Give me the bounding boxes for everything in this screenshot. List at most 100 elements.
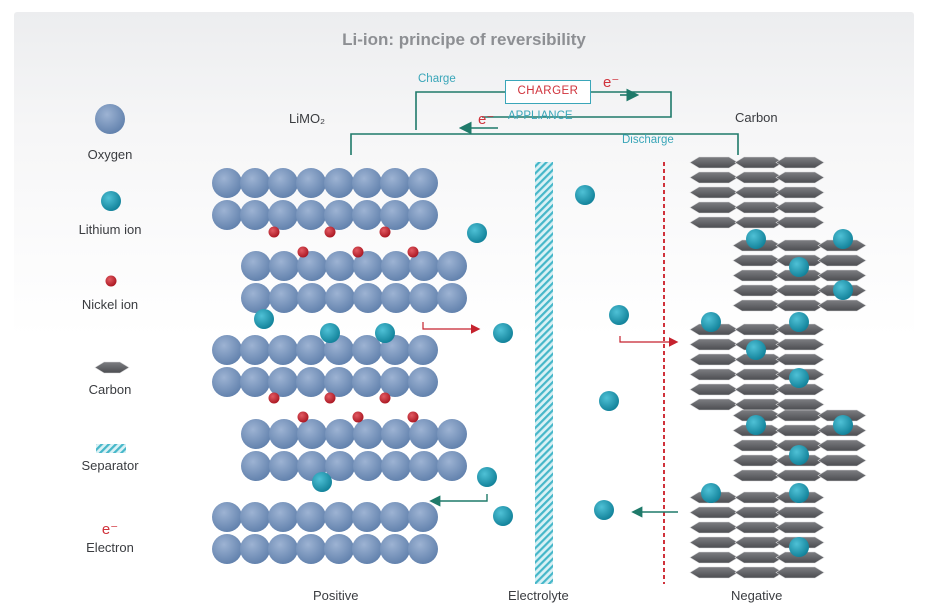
legend-label-oxygen: Oxygen [87,147,133,162]
oxygen-atom [325,251,355,281]
carbon-plate [775,398,825,411]
carbon-plate [775,171,825,184]
carbon-plate [775,566,825,579]
negative-material-label: Carbon [735,110,778,125]
oxygen-atom [409,419,439,449]
oxygen-atom [437,283,467,313]
carbon-plate [732,299,782,312]
appliance-label: APPLIANCE [508,110,573,122]
oxygen-atom [268,367,298,397]
carbon-plate [817,299,867,312]
carbon-plate [689,506,739,519]
oxygen-atom [324,367,354,397]
oxygen-atom [268,168,298,198]
lithium-ion [375,323,395,343]
legend-label-separator: Separator [81,458,139,473]
oxygen-atom [381,251,411,281]
carbon-plate [775,424,825,437]
oxygen-atom [268,200,298,230]
carbon-plate [689,338,739,351]
nickel-ion [379,226,391,238]
ions [254,185,853,557]
charge-ion-arrow-negative [619,336,679,347]
carbon-plate [689,186,739,199]
carbon-plate [732,254,782,267]
oxygen-atom [296,502,326,532]
lithium-ion [493,506,513,526]
oxygen-atom [269,451,299,481]
oxygen-atom [212,367,242,397]
separator-hatch-icon [96,444,126,453]
legend-label-carbon: Carbon [88,382,132,397]
oxygen-atom [381,451,411,481]
oxygen-atom [240,502,270,532]
oxygen-atom [409,451,439,481]
oxygen-atom [240,335,270,365]
discharge-ion-arrow-positive [429,494,488,507]
lithium-ion [833,415,853,435]
oxygen-atom [240,200,270,230]
oxygen-atom [269,419,299,449]
carbon-plate [775,353,825,366]
oxygen-atom [268,534,298,564]
carbon-plate [732,284,782,297]
oxygen-atom [380,534,410,564]
oxygen-atom [241,283,271,313]
oxygen-atom [325,451,355,481]
carbon-plate [689,201,739,214]
negative-electrode-label: Negative [731,588,783,603]
oxygen-atom [380,502,410,532]
oxygen-atom [297,251,327,281]
nickel-ion [407,411,419,423]
carbon-plate [732,439,782,452]
oxygen-atom [324,534,354,564]
carbon-plate [817,469,867,482]
oxygen-atom [380,168,410,198]
nickel-ion [352,246,364,258]
carbon-plate [689,398,739,411]
lithium-ion [746,229,766,249]
oxygen-atom [325,283,355,313]
lithium-ion [594,500,614,520]
carbon-plate [775,409,825,422]
carbon-plate [775,239,825,252]
oxygen-atom [352,534,382,564]
lithium-ion [599,391,619,411]
oxygen-atom [269,283,299,313]
oxygen-atom [408,367,438,397]
lithium-ion [789,445,809,465]
positive-electrode-label: Positive [313,588,359,603]
oxygen-atom [212,200,242,230]
carbon-plate [775,506,825,519]
lithium-ion [575,185,595,205]
oxygen-atom [212,335,242,365]
oxygen-atom [380,367,410,397]
carbon-plate [689,566,739,579]
diagram-title: Li-ion: principe of reversibility [342,30,586,49]
legend-label-electron: Electron [86,540,134,555]
oxygen-atom [408,168,438,198]
carbon-plate [775,521,825,534]
discharge-label: Discharge [622,134,674,146]
nickel-ion [324,226,336,238]
oxygen-atom [212,502,242,532]
lithium-ion [312,472,332,492]
legend-label-lithium-ion: Lithium ion [78,222,142,237]
charger-box: CHARGER [505,80,591,104]
lithium-ion [833,280,853,300]
oxygen-atom [353,283,383,313]
oxygen-atom [325,419,355,449]
carbon-plate [689,353,739,366]
oxygen-atom [380,200,410,230]
lithium-ion [254,309,274,329]
oxygen-atom [409,251,439,281]
nickel-ion [268,226,280,238]
oxygen-atom [437,419,467,449]
carbon-plate [689,383,739,396]
oxygen-atom [408,200,438,230]
carbon-plate [817,454,867,467]
lithium-ion [789,257,809,277]
oxygen-atom [268,335,298,365]
oxygen-atom [241,451,271,481]
